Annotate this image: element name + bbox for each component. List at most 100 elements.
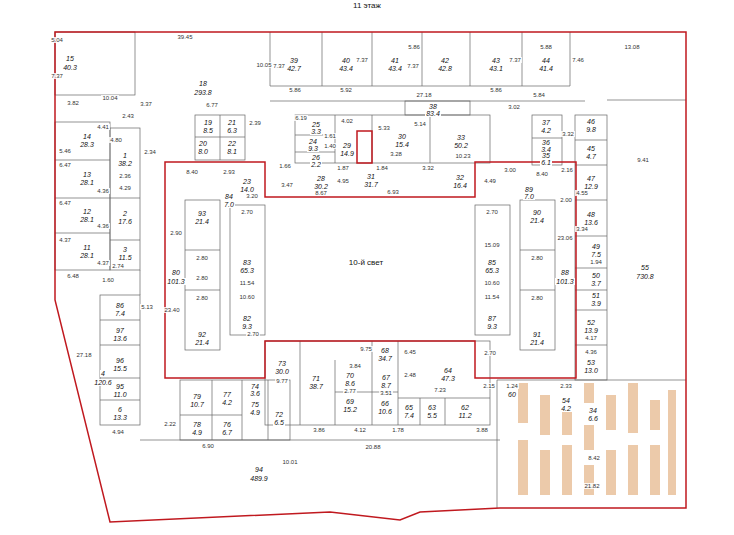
plan-shape: [55, 32, 686, 522]
room-label: 14.9: [339, 150, 355, 157]
dimension-label: 5.88: [539, 44, 553, 50]
room-label: 79: [192, 393, 202, 400]
dimension-label: 9.75: [359, 346, 373, 352]
dimension-label: 2.80: [195, 255, 209, 261]
plan-shape: [575, 200, 607, 201]
room-label: 11.5: [117, 254, 132, 261]
plan-shape: [607, 100, 686, 101]
plan-shape: [562, 445, 572, 495]
dimension-label: 2.80: [530, 295, 544, 301]
dimension-label: 1.94: [589, 259, 603, 265]
room-label: 10.7: [189, 401, 205, 408]
plan-shape: [445, 398, 446, 425]
room-label: 95: [115, 383, 125, 390]
dimension-label: 7.37: [50, 73, 64, 79]
room-label: 91: [532, 331, 542, 338]
room-label: 33: [456, 134, 466, 141]
room-label: 25: [311, 121, 321, 128]
dimension-label: 2.70: [483, 350, 497, 356]
room-label: 28: [316, 175, 326, 182]
plan-shape: [420, 398, 421, 425]
plan-shape: [518, 440, 528, 495]
dimension-label: 5.86: [489, 87, 503, 93]
dimension-label: 6.77: [205, 102, 219, 108]
dimension-label: 4.37: [58, 237, 72, 243]
room-label: 2: [122, 210, 128, 217]
room-label: 43.1: [488, 65, 504, 72]
dimension-label: 1.66: [278, 163, 292, 169]
plan-shape: [185, 250, 220, 251]
room-label: 28.3: [79, 141, 95, 148]
plan-shape: [100, 295, 140, 425]
watermark: [518, 383, 676, 495]
room-label: 7.4: [114, 310, 126, 317]
dimension-label: 7.23: [433, 387, 447, 393]
dimension-label: 3.28: [389, 151, 403, 157]
dimension-label: 6.47: [58, 162, 72, 168]
room-label: 80: [171, 269, 181, 276]
dimension-label: 6.90: [201, 443, 215, 449]
dimension-label: 2.43: [121, 113, 135, 119]
plan-shape: [195, 137, 245, 138]
room-label: 13: [82, 171, 92, 178]
plan-shape: [165, 162, 576, 378]
dimension-label: 11.54: [239, 280, 256, 286]
room-label: 21: [227, 119, 237, 126]
room-label: 13.9: [583, 327, 599, 334]
dimension-label: 10.04: [101, 95, 118, 101]
dimension-label: 1.87: [336, 165, 350, 171]
plan-shape: [295, 152, 335, 153]
dimension-label: 3.47: [280, 182, 294, 188]
room-label: 83: [242, 259, 252, 266]
room-label: 52: [586, 319, 596, 326]
plan-shape: [475, 205, 510, 335]
dimension-label: 1.24: [505, 383, 519, 389]
dimension-label: 5.84: [532, 92, 546, 98]
room-label: 11: [82, 244, 91, 251]
room-label: 13.0: [583, 367, 599, 374]
room-label: 101.3: [166, 278, 186, 285]
room-label: 84: [224, 193, 234, 200]
dimension-label: 9.77: [275, 378, 289, 384]
room-label: 90: [532, 209, 542, 216]
plan-shape: [195, 115, 245, 160]
dimension-label: 7.37: [508, 57, 522, 63]
dimension-label: 2.33: [559, 383, 573, 389]
dimension-label: 10.23: [454, 153, 471, 159]
room-label: 46: [586, 118, 596, 125]
room-label: 8.7: [380, 382, 392, 389]
plan-shape: [398, 341, 399, 425]
room-label: 6.6: [587, 415, 599, 422]
plan-shape: [650, 445, 660, 495]
dimension-label: 8.40: [185, 169, 199, 175]
room-label: 19: [203, 119, 213, 126]
plan-shape: [335, 360, 336, 425]
dimension-label: 11.54: [484, 294, 501, 300]
plan-shape: [628, 445, 638, 495]
room-label: 14: [82, 133, 92, 140]
dimension-label: 2.90: [169, 230, 183, 236]
dimension-label: 2.48: [403, 372, 417, 378]
room-label: 15.4: [394, 141, 410, 148]
dimension-label: 2.80: [195, 275, 209, 281]
plan-shape: [497, 380, 686, 381]
plan-shape: [180, 415, 242, 416]
dimension-label: 1.40: [323, 143, 337, 149]
room-label: 6.5: [273, 419, 285, 426]
plan-shape: [575, 165, 607, 166]
room-label: 88: [560, 269, 570, 276]
plan-shape: [335, 115, 336, 163]
room-label: 3.9: [590, 300, 602, 307]
room-label: 48: [586, 211, 596, 218]
dimension-label: 4.02: [340, 118, 354, 124]
room-label: 7.5: [590, 251, 602, 258]
plan-shape: [270, 32, 271, 86]
dimension-label: 27.18: [415, 92, 432, 98]
room-label: 40.3: [62, 64, 78, 71]
room-label: 36: [541, 139, 551, 146]
room-label: 6.3: [226, 127, 238, 134]
dimension-label: 4.37: [96, 260, 110, 266]
room-label: 23: [242, 178, 252, 185]
plan-shape: [110, 240, 140, 241]
